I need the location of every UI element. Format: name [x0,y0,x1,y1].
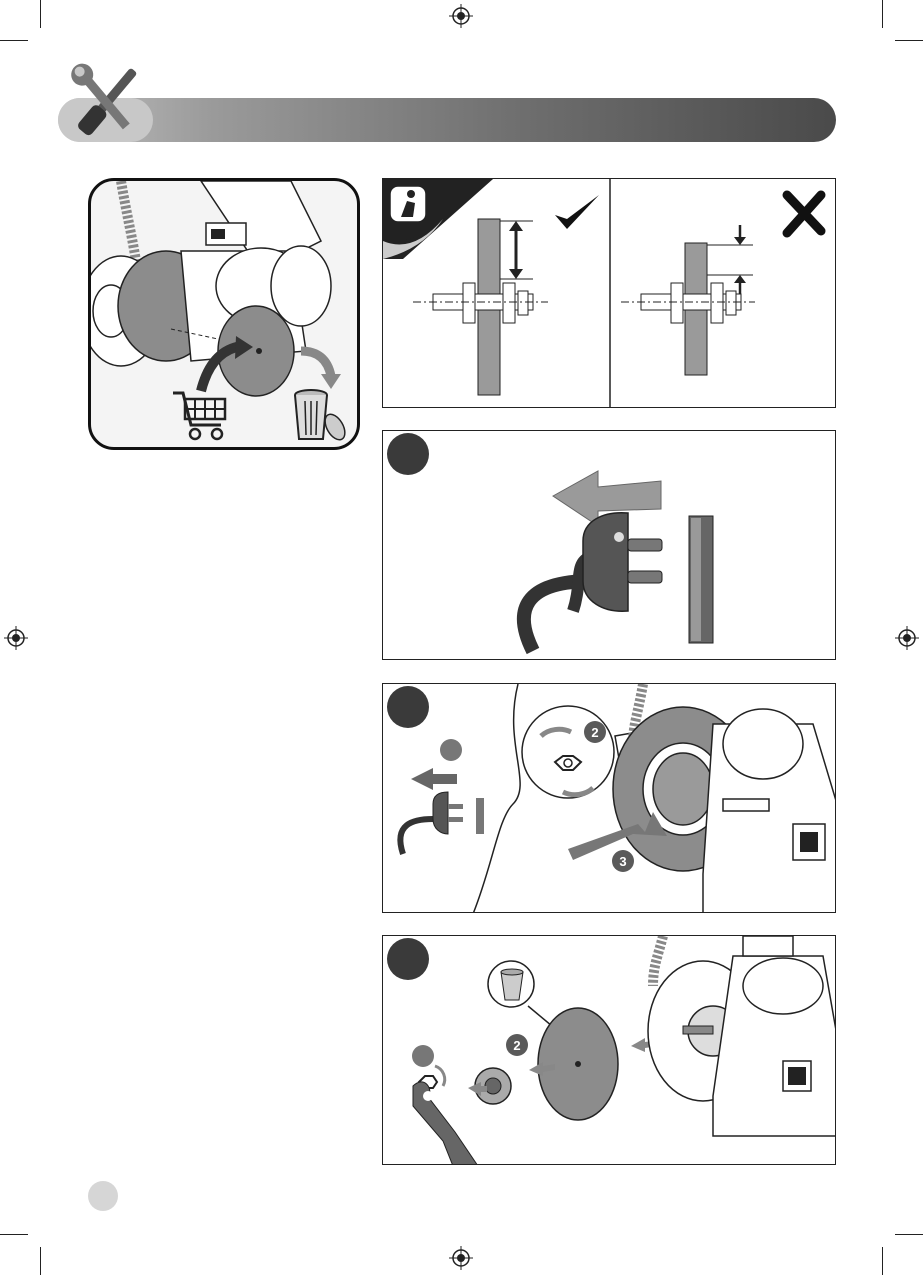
crop-mark [40,1247,41,1275]
step-2-remove-guard-panel: 2 3 [382,683,836,913]
cross-mark-icon [781,191,827,237]
crop-mark [0,1234,28,1235]
crop-mark [895,1234,923,1235]
check-mark-icon [553,193,601,233]
tools-icon [58,58,153,148]
wheel-replacement-illustration [88,178,360,450]
crop-mark [895,40,923,41]
registration-mark-top [449,4,473,28]
step-1-marker [387,433,429,475]
shopping-cart-icon [171,389,231,444]
registration-mark-bottom [449,1246,473,1270]
tip-figure-icon [389,185,427,223]
crop-mark [0,40,28,41]
callout-remove-screws: 2 [584,721,606,743]
callout-remove-wheel: 2 [506,1034,528,1056]
header-banner [58,98,836,142]
callout-pull-guard: 3 [612,850,634,872]
wear-limit-panel [382,178,836,408]
crop-mark [882,1247,883,1275]
step-3-remove-wheel-panel: 2 [382,935,836,1165]
crop-mark [40,0,41,28]
page-number-marker [88,1181,118,1211]
unplug-icon [513,461,733,651]
trash-can-icon [289,389,349,444]
registration-mark-left [4,626,28,650]
registration-mark-right [895,626,919,650]
step-1-unplug-panel [382,430,836,660]
crop-mark [882,0,883,28]
